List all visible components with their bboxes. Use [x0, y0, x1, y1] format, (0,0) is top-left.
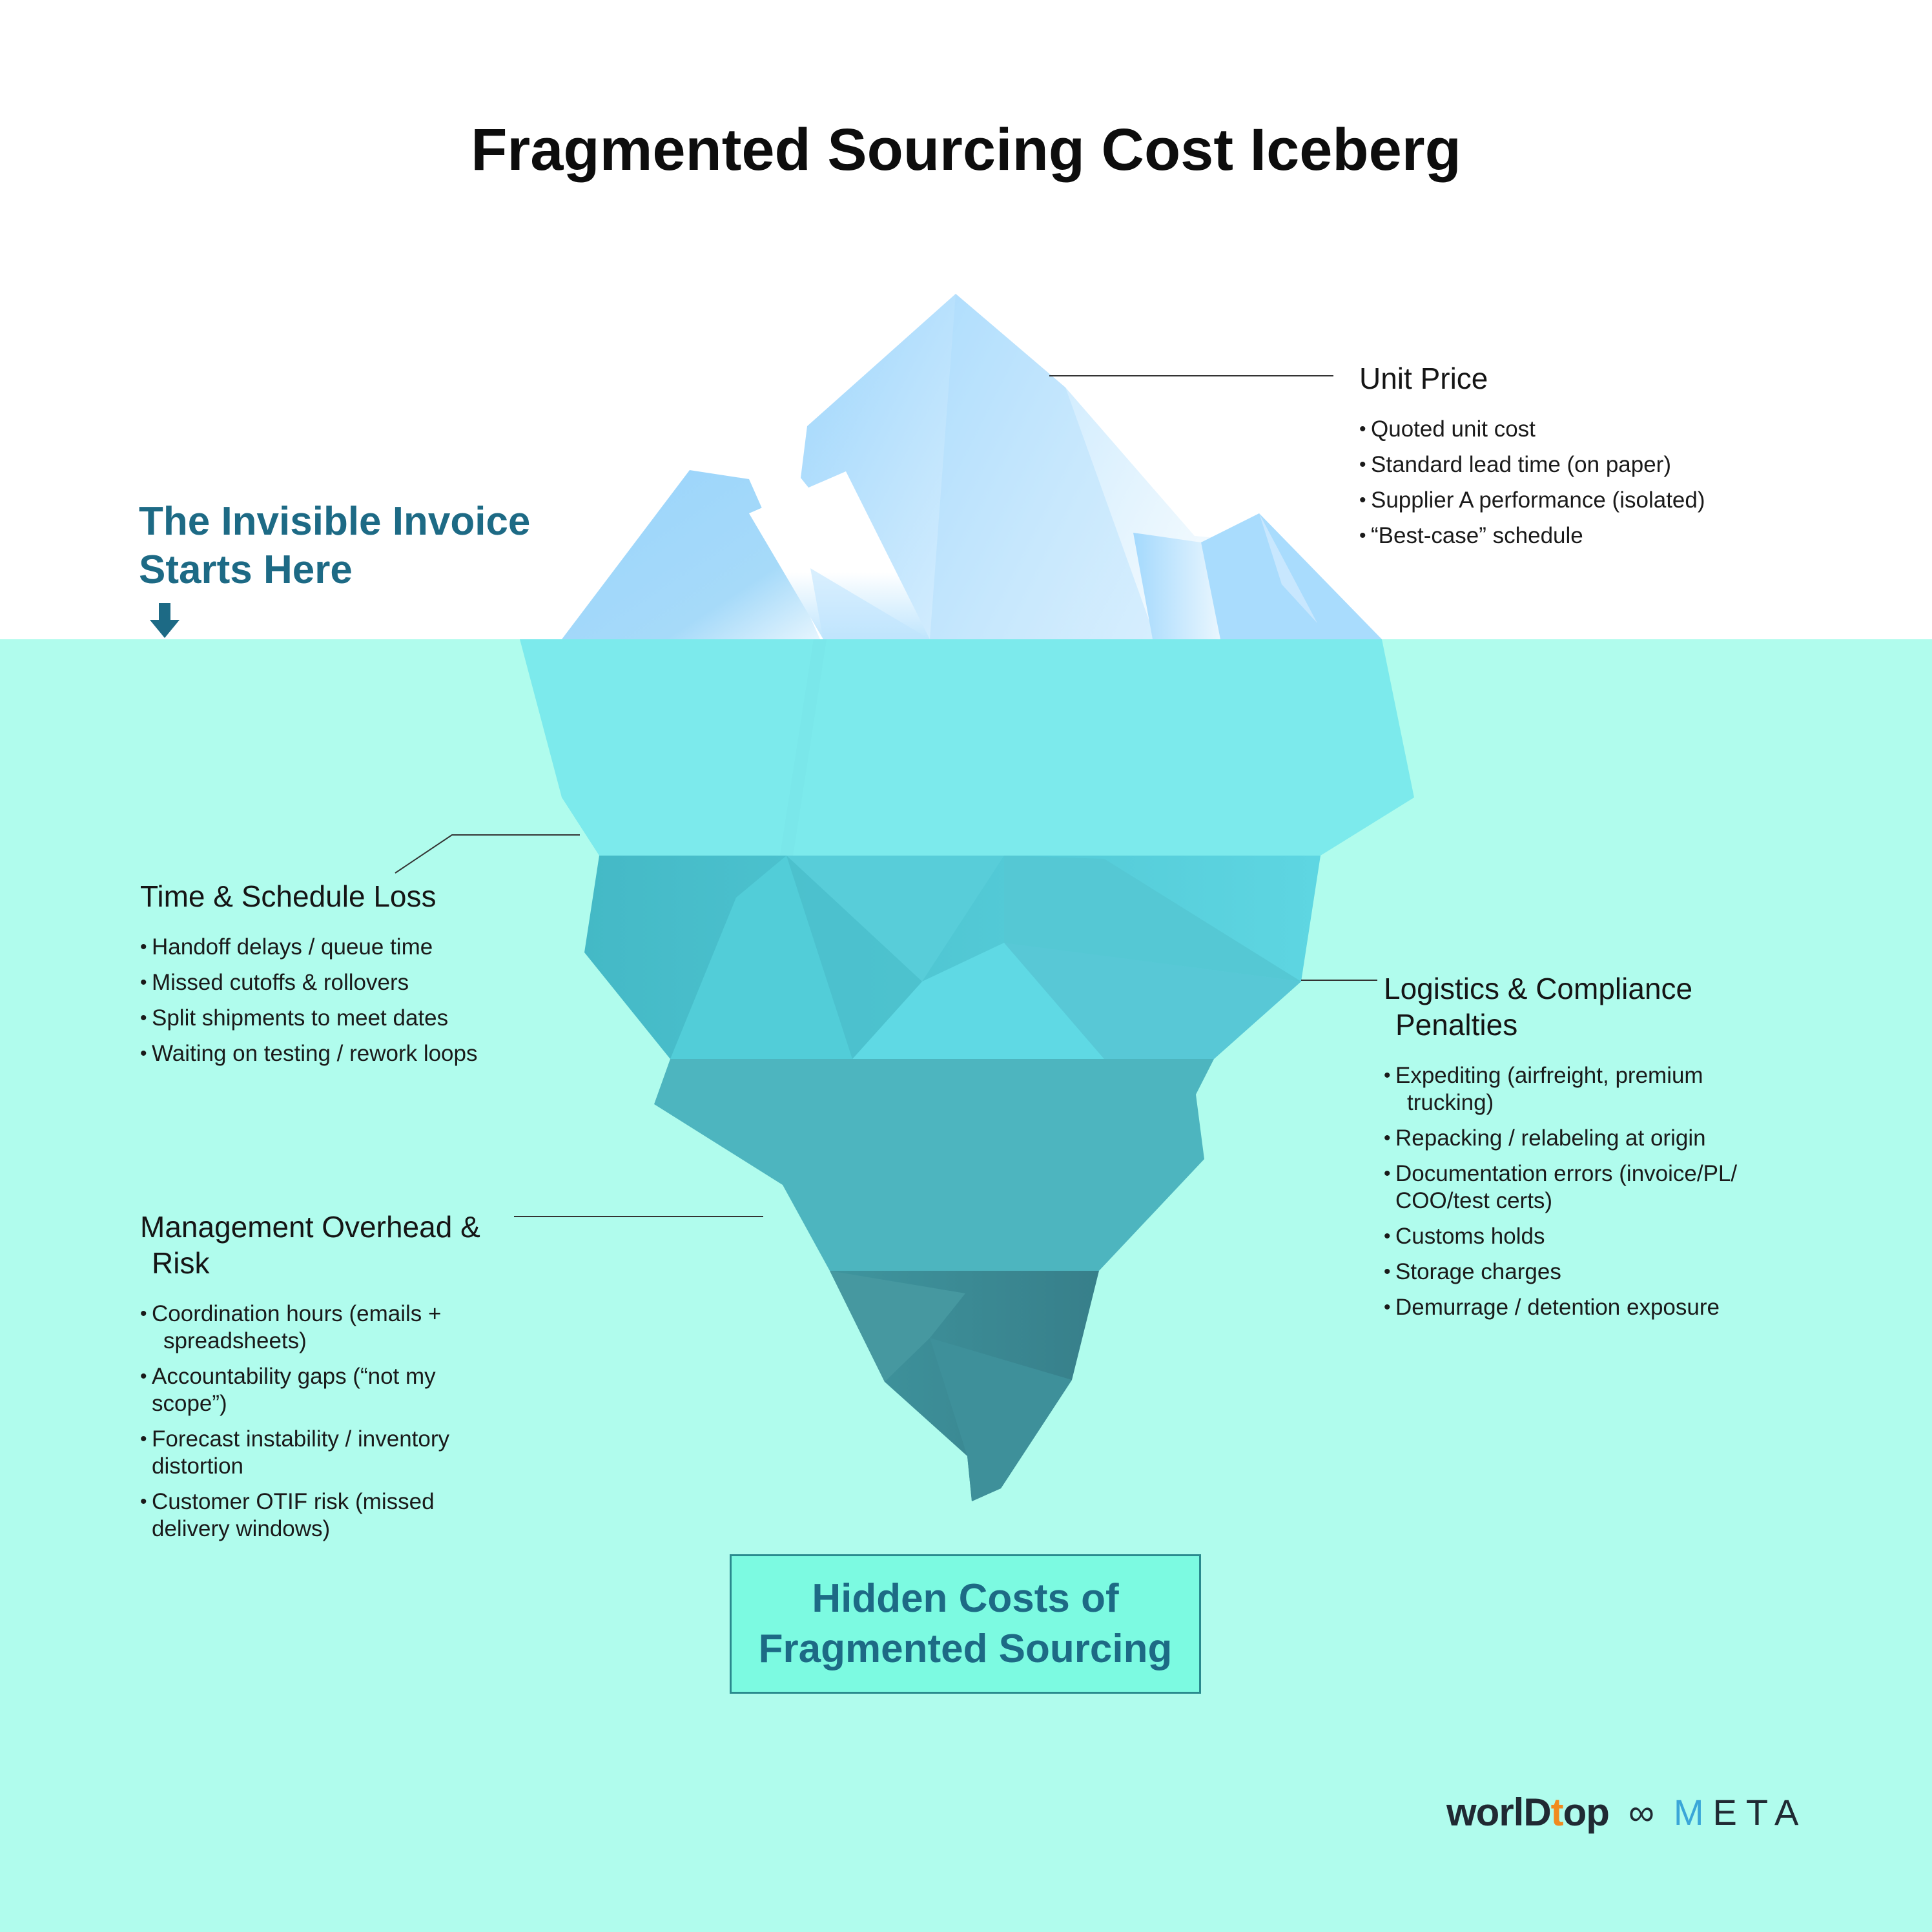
list-item: Customer OTIF risk (missed delivery wind… [140, 1488, 480, 1543]
list-item: “Best-case” schedule [1359, 522, 1705, 550]
management-group: Management Overhead & Risk Coordination … [140, 1209, 480, 1551]
list-item: Waiting on testing / rework loops [140, 1040, 478, 1067]
waterline-label: The Invisible Invoice Starts Here [139, 497, 530, 594]
time-schedule-group: Time & Schedule Loss Handoff delays / qu… [140, 878, 478, 1076]
hidden-costs-box: Hidden Costs of Fragmented Sourcing [730, 1554, 1201, 1694]
page-title: Fragmented Sourcing Cost Iceberg [471, 117, 1461, 183]
list-item: Expediting (airfreight, premium trucking… [1384, 1062, 1737, 1116]
logistics-list: Expediting (airfreight, premium trucking… [1384, 1062, 1737, 1321]
list-item: Demurrage / detention exposure [1384, 1294, 1737, 1321]
hidden-costs-line2: Fragmented Sourcing [758, 1627, 1173, 1671]
logistics-title: Logistics & Compliance Penalties [1384, 972, 1693, 1042]
logistics-group: Logistics & Compliance Penalties Expedit… [1384, 971, 1737, 1330]
unit-price-list: Quoted unit cost Standard lead time (on … [1359, 416, 1705, 550]
footer-logos: worlDtop ∞ META [1446, 1790, 1807, 1834]
list-item: Repacking / relabeling at origin [1384, 1125, 1737, 1152]
list-item: Accountability gaps (“not my scope”) [140, 1363, 480, 1417]
list-item: Handoff delays / queue time [140, 934, 478, 961]
list-item: Forecast instability / inventory distort… [140, 1426, 480, 1480]
logo-separator: ∞ [1628, 1792, 1654, 1833]
list-item: Supplier A performance (isolated) [1359, 487, 1705, 514]
management-title: Management Overhead & Risk [140, 1210, 480, 1280]
waterline-label-line2: Starts Here [139, 548, 353, 592]
list-item: Customs holds [1384, 1223, 1737, 1250]
list-item: Documentation errors (invoice/PL/ COO/te… [1384, 1160, 1737, 1215]
list-item: Quoted unit cost [1359, 416, 1705, 443]
time-schedule-title: Time & Schedule Loss [140, 879, 437, 913]
list-item: Split shipments to meet dates [140, 1005, 478, 1032]
list-item: Storage charges [1384, 1259, 1737, 1286]
waterline-label-line1: The Invisible Invoice [139, 499, 531, 544]
arrow-down-icon [150, 603, 180, 638]
list-item: Coordination hours (emails + spreadsheet… [140, 1300, 480, 1355]
list-item: Standard lead time (on paper) [1359, 451, 1705, 478]
unit-price-group: Unit Price Quoted unit cost Standard lea… [1359, 360, 1705, 558]
time-schedule-list: Handoff delays / queue time Missed cutof… [140, 934, 478, 1067]
list-item: Missed cutoffs & rollovers [140, 969, 478, 996]
unit-price-title: Unit Price [1359, 362, 1488, 395]
management-list: Coordination hours (emails + spreadsheet… [140, 1300, 480, 1543]
hidden-costs-line1: Hidden Costs of [812, 1576, 1119, 1621]
meta-logo: META [1673, 1792, 1808, 1833]
worldtop-logo: worlDtop [1446, 1791, 1610, 1834]
